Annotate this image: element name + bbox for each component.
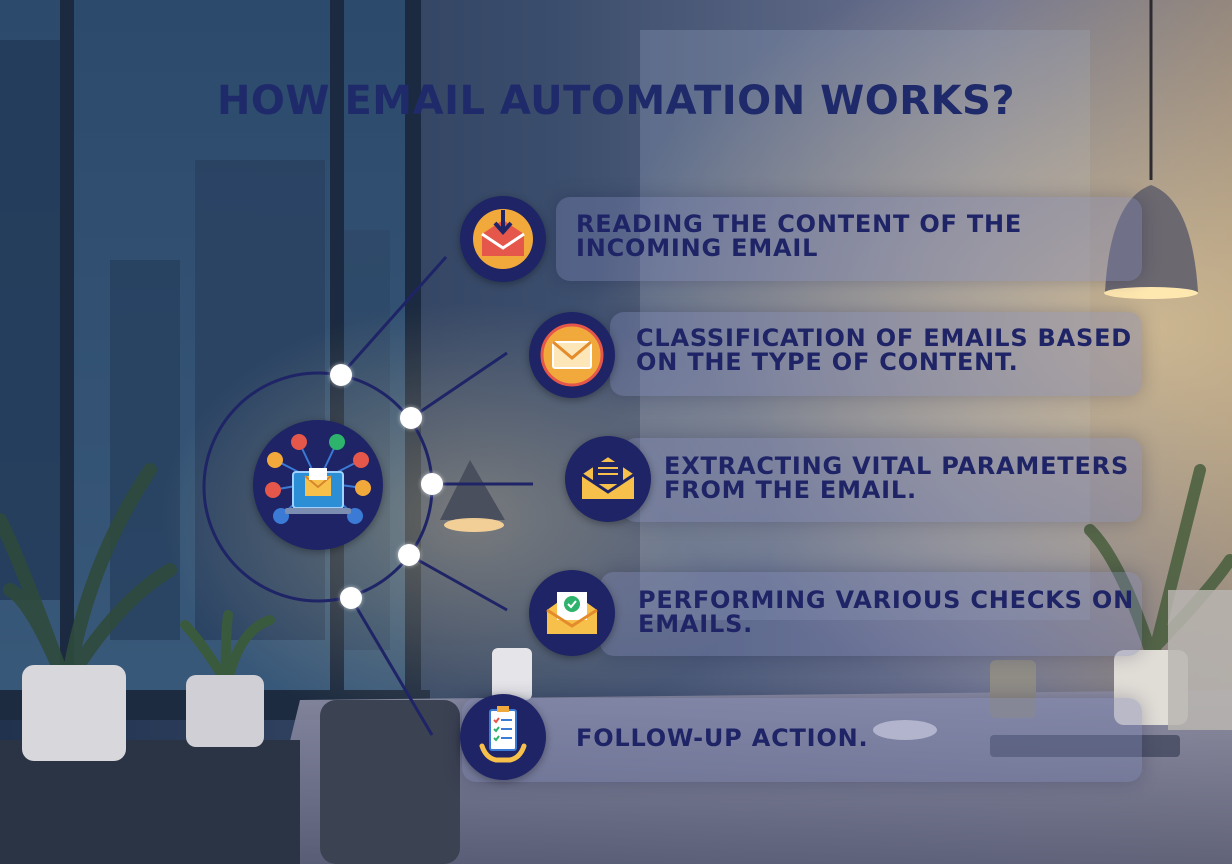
connector-node-4 [398,544,420,566]
step-card-2 [610,312,1142,396]
connector-node-5 [340,587,362,609]
connector-line-5 [349,597,434,736]
connector-node-2 [400,407,422,429]
page-title: HOW EMAIL AUTOMATION WORKS? [216,78,1016,124]
step-badge-2 [529,312,615,398]
connector-line-4 [408,553,508,612]
open-envelope-icon [580,454,636,501]
step-label-5: FOLLOW-UP ACTION. [576,724,869,752]
connector-node-3 [421,473,443,495]
step-card-4 [600,572,1142,656]
clipboard-checklist-icon [479,706,527,763]
step-badge-5 [460,694,546,780]
connector-line-1 [339,256,448,376]
step-card-5 [462,698,1142,782]
step-badge-3 [565,436,651,522]
connector-line-2 [410,351,508,420]
hub-badge [253,420,383,550]
email-download-icon [473,209,533,269]
email-check-icon [546,592,598,634]
envelope-icon [540,323,604,387]
step-card-3 [622,438,1142,522]
laptop-email-network-icon [265,434,371,524]
connector-node-1 [330,364,352,386]
step-card-1 [556,197,1142,281]
step-badge-4 [529,570,615,656]
step-badge-1 [460,196,546,282]
